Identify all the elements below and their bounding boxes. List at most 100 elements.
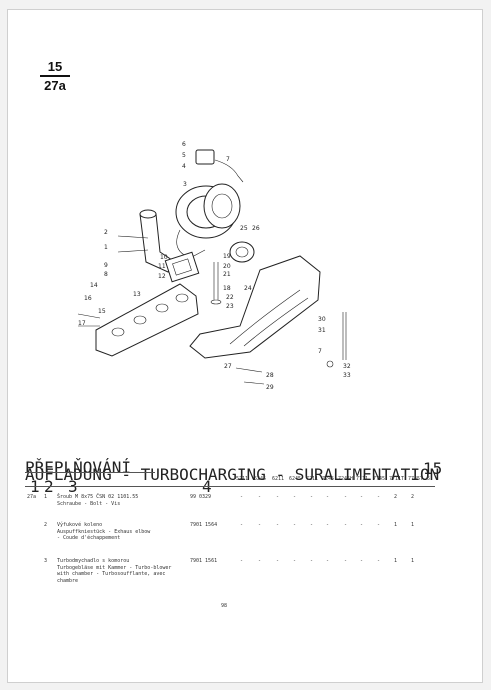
qty-cell: - [344, 522, 348, 528]
figure-number: 27a [44, 78, 66, 93]
row3-part-no: 7901 1561 [190, 558, 218, 564]
callout-2: 2 [104, 229, 108, 236]
callout-3: 3 [183, 181, 187, 188]
qty-cell: - [360, 558, 364, 564]
row1-part-no: 99 0329 [190, 494, 212, 500]
qty-cell: - [377, 522, 381, 528]
callout-15: 15 [98, 308, 106, 315]
footer-page-number: 98 [221, 603, 228, 609]
qty-cell: - [240, 522, 244, 528]
qty-cell: 2 [411, 494, 415, 500]
model-7745T: 7745T [408, 476, 424, 482]
qty-cell: 1 [394, 558, 398, 564]
callout-24: 24 [244, 285, 252, 292]
callout-8: 8 [104, 271, 108, 278]
header-rule [25, 486, 435, 487]
qty-cell: - [344, 494, 348, 500]
qty-cell: - [240, 558, 244, 564]
model-6245: 6245 [289, 476, 302, 482]
callout-14: 14 [90, 282, 98, 289]
model-7711T: 7711T [389, 476, 405, 482]
callout-labels: 6 5 4 7 3 2 1 9 8 10 11 12 14 13 16 15 1… [78, 141, 351, 391]
callout-22: 22 [226, 294, 234, 301]
callout-29: 29 [266, 384, 274, 391]
exhaust-elbow-drawing [117, 209, 176, 273]
qty-cell: 1 [411, 558, 415, 564]
table-page-ref: 15 [423, 459, 443, 478]
model-5211: 5211 [236, 476, 249, 482]
row1-pos: 1 [44, 494, 48, 500]
model-7245: 7245 [322, 476, 335, 482]
callout-5: 5 [182, 152, 186, 159]
qty-cell: 1 [411, 522, 415, 528]
qty-cell: 2 [394, 494, 398, 500]
model-5245: 5245 [254, 476, 267, 482]
callout-28: 28 [266, 372, 274, 379]
row3-desc: Turbodmychadlo s komorou Turbogebläse mi… [57, 558, 171, 584]
callout-25: 25 [240, 225, 248, 232]
row1-desc-line1: Šroub M 8x75 ČSN 02 1101.55 [57, 494, 139, 500]
qty-cell: - [326, 558, 330, 564]
qty-cell: - [360, 494, 364, 500]
callout-20: 20 [223, 263, 231, 270]
callout-31: 31 [318, 327, 326, 334]
callout-11: 11 [158, 263, 166, 270]
model-7245H: 7245H [338, 476, 354, 482]
flange-drawing [164, 251, 200, 283]
qty-cell: - [258, 522, 262, 528]
section-number: 15 [40, 60, 70, 77]
qty-cell: - [310, 558, 314, 564]
qty-cell: 1 [394, 522, 398, 528]
callout-23: 23 [226, 303, 234, 310]
row2-desc-line3: - Coude d'échappement [57, 535, 121, 541]
row1-fig: 27a [27, 494, 37, 500]
qty-cell: - [293, 522, 297, 528]
callout-1: 1 [104, 244, 108, 251]
callout-26: 26 [252, 225, 260, 232]
row3-desc-line1: Turbodmychadlo s komorou [57, 558, 130, 564]
row2-desc-line1: Výfukové koleno [57, 522, 103, 528]
qty-cell: - [344, 558, 348, 564]
title-underline [25, 472, 155, 473]
row1-desc-line2: Schraube - Bolt - Vis [57, 500, 121, 507]
callout-12: 12 [158, 273, 166, 280]
qty-cell: - [310, 494, 314, 500]
row3-desc-line4: chambre [57, 577, 79, 584]
row3-pos: 3 [44, 558, 48, 564]
model-7711: 7711 [356, 476, 369, 482]
model-7211: 7211 [306, 476, 319, 482]
qty-cell: - [293, 494, 297, 500]
callout-17: 17 [78, 320, 86, 327]
qty-cell: - [310, 522, 314, 528]
qty-cell: - [240, 494, 244, 500]
qty-cell: - [360, 522, 364, 528]
row2-desc: Výfukové koleno Auspuffkniestück - Exhau… [57, 522, 150, 542]
callout-19: 19 [223, 253, 231, 260]
callout-33: 33 [343, 372, 351, 379]
qty-cell: - [276, 494, 280, 500]
right-manifold-drawing [189, 241, 321, 359]
page-number-badge: 15 27a [40, 60, 70, 94]
row1-desc: Šroub M 8x75 ČSN 02 1101.55 Schraube - B… [57, 494, 138, 507]
pipe-drawing [210, 262, 347, 385]
qty-cell: - [276, 558, 280, 564]
qty-cell: - [258, 494, 262, 500]
callout-13: 13 [133, 291, 141, 298]
row2-desc-line2: Auspuffkniestück - Exhaus elbow [57, 528, 151, 535]
callout-6: 6 [182, 141, 186, 148]
qty-cell: - [276, 522, 280, 528]
callout-21: 21 [223, 271, 231, 278]
callout-30: 30 [318, 316, 326, 323]
callout-7: 7 [226, 156, 230, 163]
row3-desc-line3: with chamber - Turbosoufflante, avec [57, 571, 166, 577]
model-6211: 6211 [272, 476, 285, 482]
model-7745: 7745 [373, 476, 386, 482]
callout-18: 18 [223, 285, 231, 292]
qty-cell: - [377, 558, 381, 564]
row2-part-no: 7901 1564 [190, 522, 218, 528]
qty-cell: - [326, 522, 330, 528]
callout-16: 16 [84, 295, 92, 302]
col-header-5: 5 [427, 476, 431, 482]
turbocharger-drawing [175, 149, 244, 259]
